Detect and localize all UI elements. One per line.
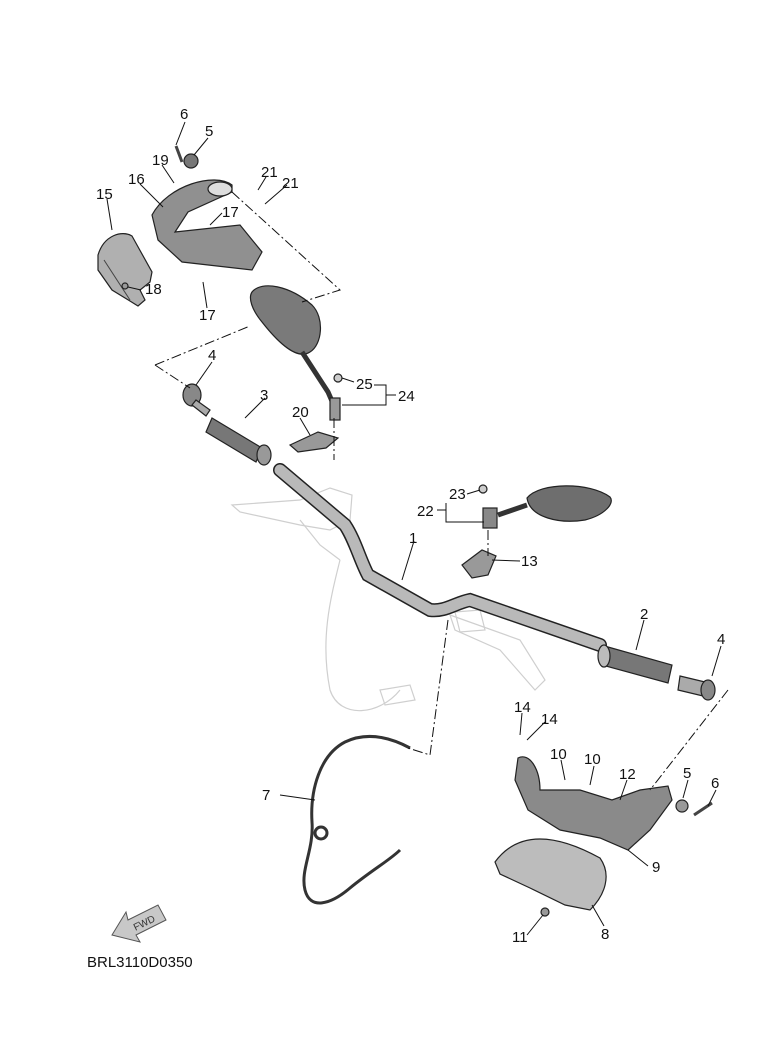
cable[interactable]: [302, 734, 411, 905]
bolt-6-left[interactable]: [174, 145, 184, 163]
left-mirror[interactable]: [249, 285, 341, 421]
callout-19: 19: [152, 152, 169, 169]
callout-23: 23: [449, 486, 466, 503]
callout-10a: 10: [550, 746, 567, 763]
ghost-lever-assemblies: [230, 487, 546, 712]
handlebar[interactable]: [273, 463, 607, 652]
callout-24: 24: [398, 388, 415, 405]
callout-17a: 17: [222, 204, 239, 221]
right-grip[interactable]: [597, 644, 673, 684]
bolt-6-right[interactable]: [693, 801, 713, 817]
left-handguard-shell[interactable]: [97, 233, 153, 307]
callout-8: 8: [601, 926, 609, 943]
callout-labels: 6 5 19 16 15 21 21 17 18 17 4 3 20 25 24…: [96, 106, 725, 946]
callout-16: 16: [128, 171, 145, 188]
callout-4a: 4: [208, 347, 216, 364]
right-handguard-shell[interactable]: [494, 838, 607, 911]
callout-1: 1: [409, 530, 417, 547]
fwd-arrow-icon: FWD: [111, 904, 167, 943]
callout-5: 5: [205, 123, 213, 140]
callout-21b: 21: [282, 175, 299, 192]
callout-18: 18: [145, 281, 162, 298]
nut-11[interactable]: [540, 907, 550, 917]
callout-5b: 5: [683, 765, 691, 782]
bolt-23[interactable]: [478, 484, 488, 494]
callout-6b: 6: [711, 775, 719, 792]
callout-25: 25: [356, 376, 373, 393]
callout-13: 13: [521, 553, 538, 570]
callout-6: 6: [180, 106, 188, 123]
right-handguard-bracket[interactable]: [514, 756, 673, 851]
callout-3: 3: [260, 387, 268, 404]
screw-18[interactable]: [121, 282, 129, 290]
callout-4b: 4: [717, 631, 725, 648]
bolt-25[interactable]: [333, 373, 343, 383]
callout-12: 12: [619, 766, 636, 783]
nut-5-right[interactable]: [675, 799, 689, 813]
callout-15: 15: [96, 186, 113, 203]
left-grip[interactable]: [205, 417, 272, 466]
diagram-code: BRL3110D0350: [87, 954, 193, 971]
right-mirror-bracket[interactable]: [461, 549, 497, 579]
left-handguard-bracket[interactable]: [151, 179, 263, 271]
callout-2: 2: [640, 606, 648, 623]
bar-end-right[interactable]: [677, 675, 716, 701]
leader-lines: [106, 121, 722, 936]
callout-22: 22: [417, 503, 434, 520]
right-mirror[interactable]: [482, 485, 612, 529]
callout-21a: 21: [261, 164, 278, 181]
callout-14a: 14: [514, 699, 531, 716]
callout-10b: 10: [584, 751, 601, 768]
callout-7: 7: [262, 787, 270, 804]
callout-9: 9: [652, 859, 660, 876]
callout-20: 20: [292, 404, 309, 421]
bar-end-left[interactable]: [182, 383, 211, 417]
assembly-lines: [154, 191, 729, 791]
callout-17b: 17: [199, 307, 216, 324]
left-mirror-bracket[interactable]: [288, 431, 340, 453]
callout-14b: 14: [541, 711, 558, 728]
nut-5-left[interactable]: [183, 153, 199, 169]
callout-11: 11: [512, 929, 528, 946]
